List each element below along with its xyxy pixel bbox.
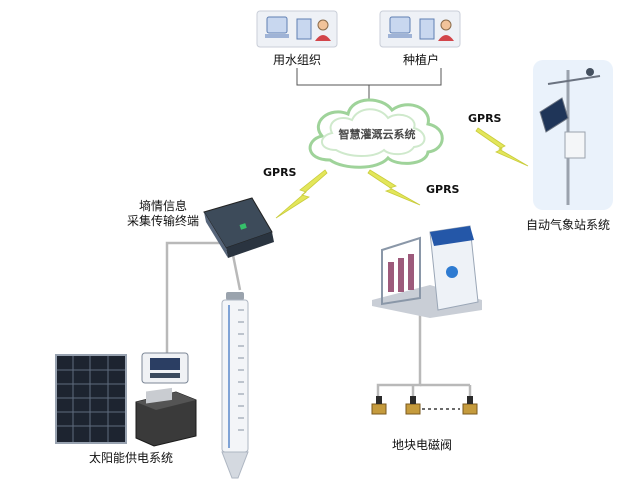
wiring — [165, 241, 472, 398]
valves-label: 地块电磁阀 — [392, 437, 452, 452]
terminal-label-line2: 采集传输终端 — [127, 213, 199, 228]
machine-to-valve-wire — [376, 306, 422, 398]
cloud-icon — [308, 98, 444, 169]
terminal-to-solar-wire — [165, 241, 226, 358]
user-bracket-line — [296, 68, 442, 86]
gprs-label-terminal: GPRS — [263, 166, 297, 179]
solenoid-valve-icon — [371, 396, 478, 415]
router-terminal-icon — [203, 197, 274, 258]
connector-lines — [296, 68, 442, 100]
weather-station-icon — [533, 60, 613, 210]
solar-label: 太阳能供电系统 — [89, 450, 173, 465]
computer-user-icon — [256, 10, 338, 48]
gprs-label-fertigation: GPRS — [426, 183, 460, 196]
terminal-label-line1: 墒情信息 — [139, 198, 187, 213]
fertigation-machine-icon — [372, 225, 482, 318]
charge-controller-icon — [141, 352, 189, 384]
terminal-to-sensor-wire — [230, 249, 242, 291]
cloud-label: 智慧灌溉云系统 — [339, 127, 416, 141]
weather-station-label: 自动气象站系统 — [526, 217, 610, 232]
lightning-icon — [275, 127, 529, 219]
computer-user-icon — [379, 10, 461, 48]
gprs-label-weather: GPRS — [468, 112, 502, 125]
soil-moisture-probe-icon — [221, 292, 249, 479]
battery-icon — [135, 387, 197, 447]
water-org-label: 用水组织 — [273, 53, 321, 67]
solar-panel-icon — [55, 354, 127, 444]
farmer-label: 种植户 — [403, 52, 439, 67]
